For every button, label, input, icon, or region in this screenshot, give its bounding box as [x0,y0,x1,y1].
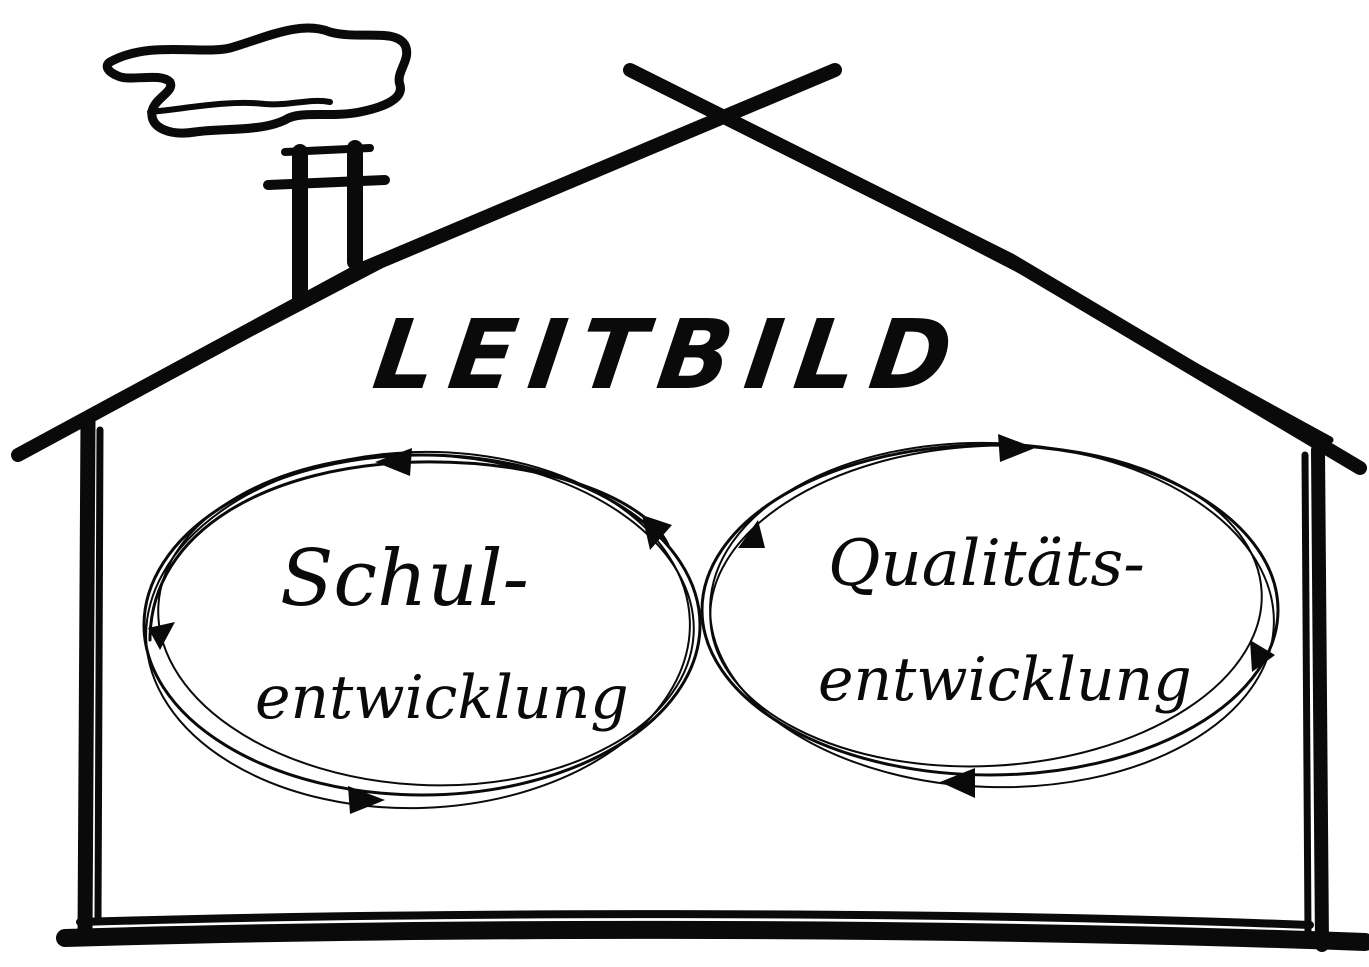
arrowhead-icon [375,448,412,476]
right-cycle-label: Qualitäts- entwicklung [818,527,1192,715]
right-cycle-line1: Qualitäts- [828,527,1145,601]
house-floor [56,910,1369,951]
roof [11,63,1367,475]
arrowhead-icon [148,622,175,650]
smoke-cloud [102,23,412,138]
right-cycle-loop [700,441,1280,789]
left-cycle-line1: Schul- [280,534,529,624]
arrowhead-icon [998,434,1035,462]
arrowhead-icon [1250,640,1275,672]
left-cycle-loop [142,450,702,810]
left-cycle-line2: entwicklung [255,663,629,733]
left-cycle-label: Schul- entwicklung [255,534,629,733]
house-walls [77,412,1329,952]
arrowhead-icon [738,520,765,548]
chimney [263,140,390,308]
arrowhead-icon [642,515,672,550]
right-cycle-line2: entwicklung [818,645,1192,715]
arrowhead-icon [940,768,975,798]
cycle-arrows [148,434,1275,814]
arrowhead-icon [348,786,385,814]
diagram-title: LEITBILD [367,298,972,410]
